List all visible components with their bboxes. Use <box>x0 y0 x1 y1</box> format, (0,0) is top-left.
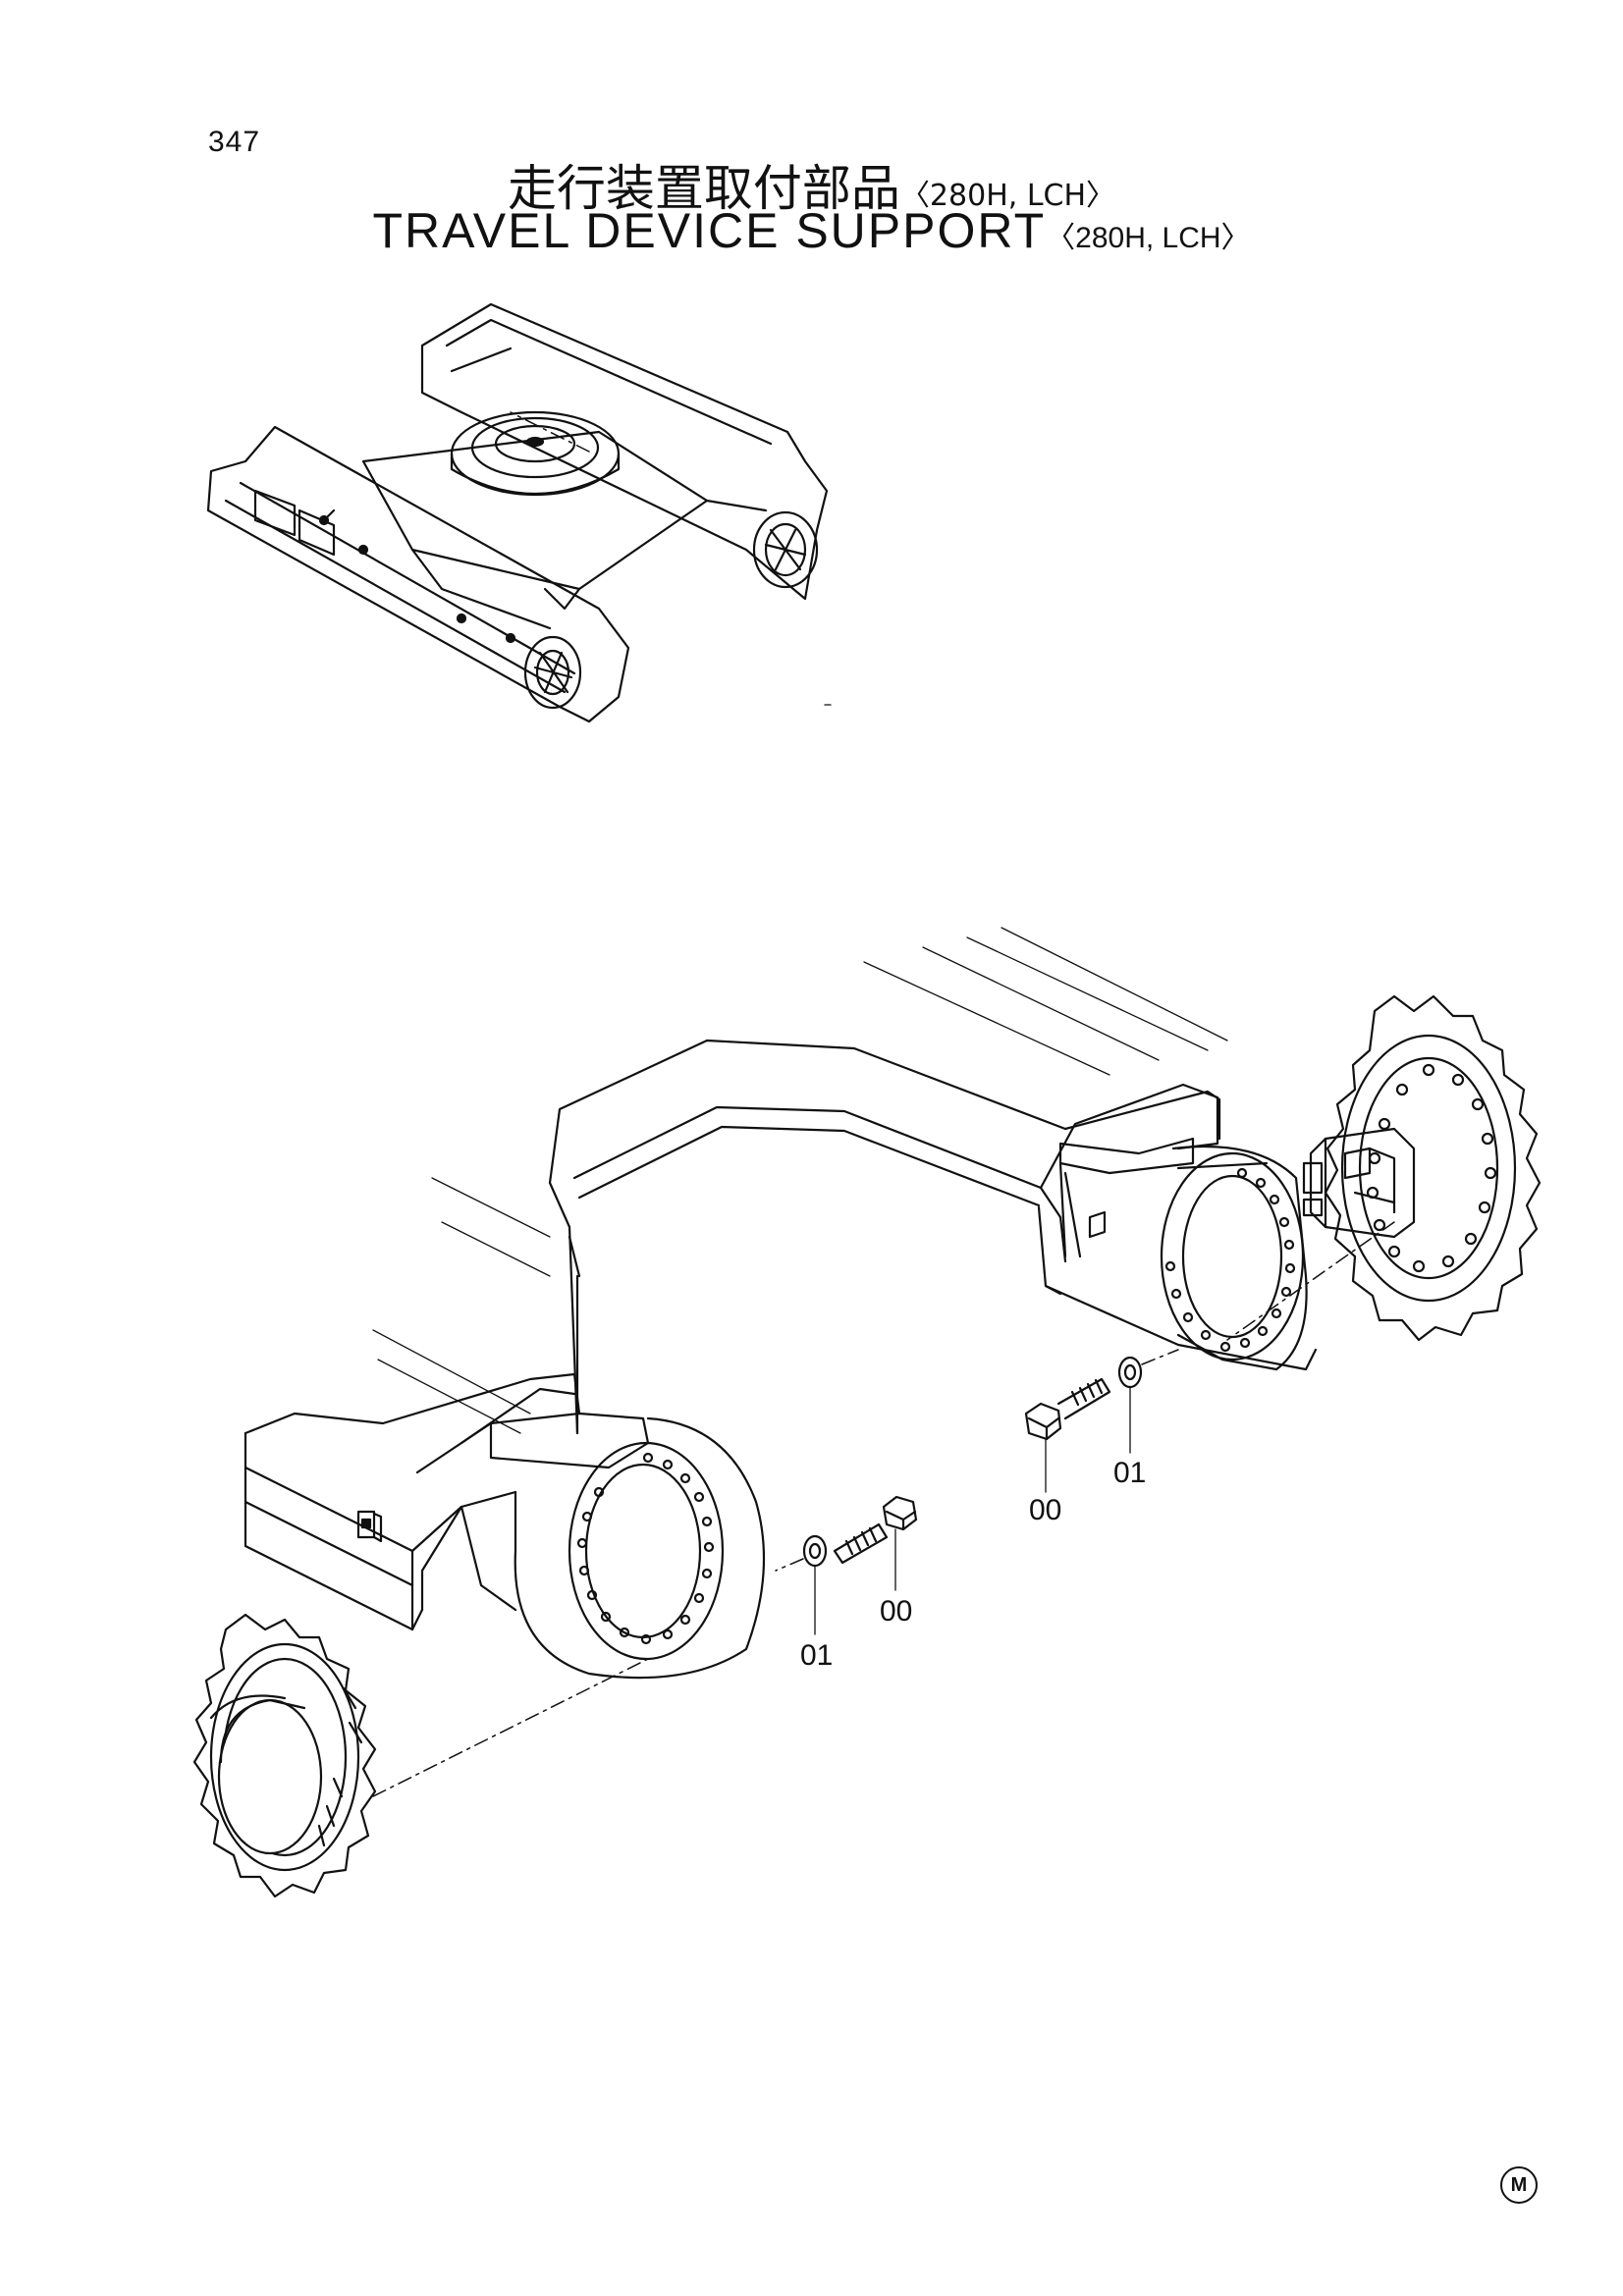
right-side-frame-bracket <box>1037 1083 1318 1371</box>
title-japanese-text: 走行装置取付部品 <box>507 160 900 217</box>
right-mounting-washer <box>1117 1356 1143 1389</box>
frame-rails-dashed-guides <box>372 927 1228 1434</box>
callout-washer-left: 01 <box>800 1639 834 1672</box>
right-mounting-bolt <box>1024 1377 1111 1441</box>
left-ring-bolt-holes <box>576 1452 715 1645</box>
right-sprocket-bolt-holes <box>1366 1063 1497 1273</box>
right-sprocket-and-travel-motor <box>1226 994 1542 1342</box>
title-english-model-suffix: 〈280H, LCH〉 <box>1046 222 1251 254</box>
callout-bolt-left: 00 <box>880 1595 913 1628</box>
left-mounting-bolt <box>833 1495 918 1565</box>
callout-washer-right: 01 <box>1113 1457 1147 1489</box>
title-japanese-model-suffix: 〈280H, LCH〉 <box>899 179 1116 213</box>
title-japanese: 走行装置取付部品〈280H, LCH〉 <box>0 149 1623 220</box>
left-side-frame-and-bracket <box>243 1372 650 1631</box>
left-sprocket-and-travel-motor <box>192 1613 649 1898</box>
page-number: 347 <box>208 126 261 158</box>
undercarriage-overview-drawing <box>206 302 832 723</box>
left-mounting-washer <box>802 1534 828 1568</box>
right-motor-mounting-ring <box>1160 1145 1308 1371</box>
title-english-text: TRAVEL DEVICE SUPPORT <box>372 203 1047 258</box>
callout-bolt-right: 00 <box>1029 1494 1062 1526</box>
left-hardware-set <box>775 1495 918 1635</box>
left-motor-mounting-ring <box>514 1416 766 1680</box>
corner-marker-m: M <box>1500 2166 1538 2204</box>
right-hardware-set <box>1024 1349 1179 1493</box>
title-english: TRAVEL DEVICE SUPPORT〈280H, LCH〉 <box>0 202 1623 259</box>
right-ring-bolt-holes <box>1164 1167 1296 1353</box>
